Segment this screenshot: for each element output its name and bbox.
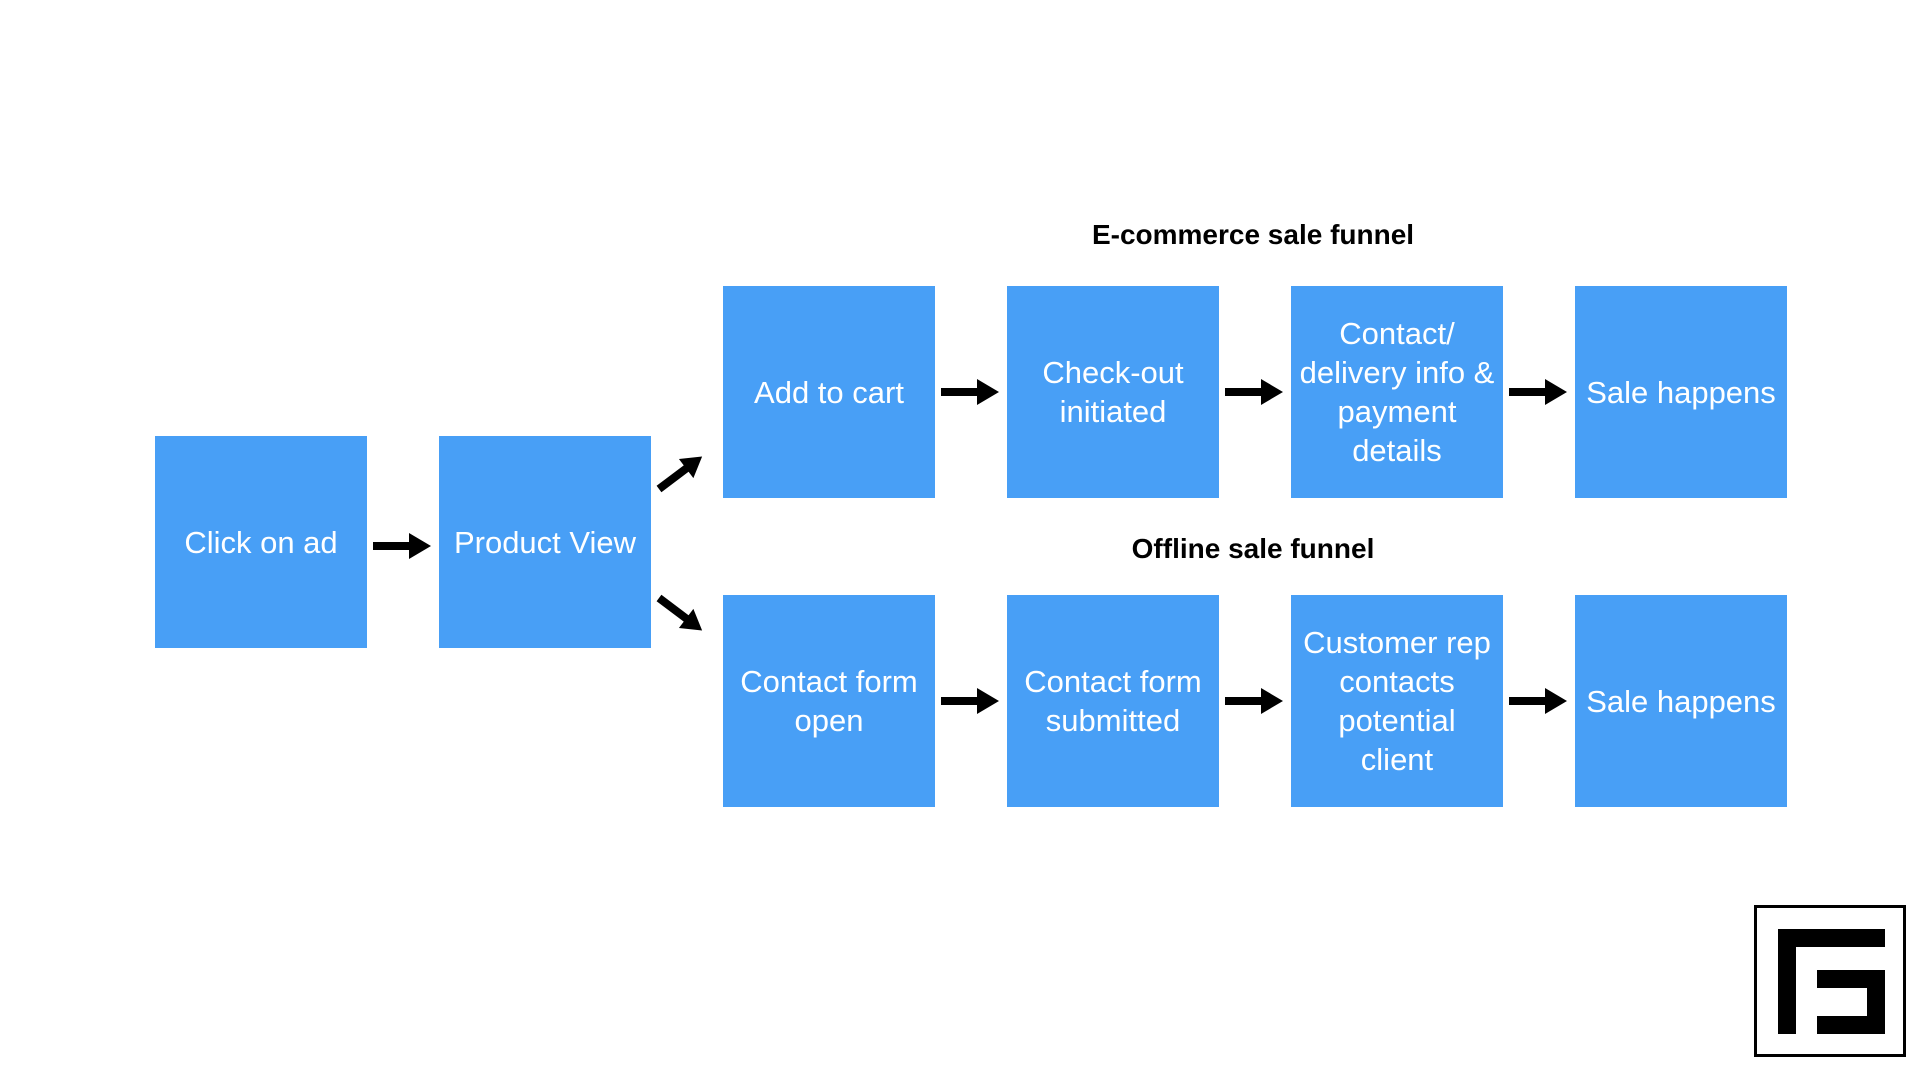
node-click-on-ad: Click on ad	[155, 436, 367, 648]
arrow-right-icon	[1509, 686, 1569, 716]
node-contact-form-submitted: Contact form submitted	[1007, 595, 1219, 807]
node-label: Sale happens	[1586, 683, 1776, 719]
ecommerce-funnel-title: E-commerce sale funnel	[1091, 219, 1415, 250]
arrow-right-icon	[1225, 686, 1285, 716]
arrow-right-icon	[1509, 377, 1569, 407]
arrow-up-right-icon	[656, 456, 709, 493]
node-add-to-cart: Add to cart	[723, 286, 935, 498]
arrow-right-icon	[941, 377, 1001, 407]
node-label: Product View	[453, 524, 637, 560]
node-label: Customer rep contacts potential client	[1303, 625, 1491, 777]
arrow-right-icon	[1225, 377, 1285, 407]
node-offline-sale-happens: Sale happens	[1575, 595, 1787, 807]
node-label: Contact form open	[740, 664, 918, 738]
node-label: Check-out initiated	[1042, 355, 1184, 429]
node-label: Add to cart	[754, 374, 904, 410]
node-checkout-initiated: Check-out initiated	[1007, 286, 1219, 498]
arrow-down-right-icon	[656, 594, 709, 631]
node-customer-rep-contacts: Customer rep contacts potential client	[1291, 595, 1503, 807]
node-label: Contact form submitted	[1024, 664, 1202, 738]
node-label: Sale happens	[1586, 374, 1776, 410]
node-contact-form-open: Contact form open	[723, 595, 935, 807]
node-label: Click on ad	[184, 524, 338, 560]
node-ecommerce-sale-happens: Sale happens	[1575, 286, 1787, 498]
node-label: Contact/ delivery info & payment details	[1299, 316, 1495, 468]
node-product-view: Product View	[439, 436, 651, 648]
node-contact-delivery-payment: Contact/ delivery info & payment details	[1291, 286, 1503, 498]
offline-funnel-title: Offline sale funnel	[1131, 533, 1375, 564]
brand-logo-icon	[1754, 905, 1906, 1057]
arrow-right-icon	[941, 686, 1001, 716]
arrow-right-icon	[373, 531, 433, 561]
